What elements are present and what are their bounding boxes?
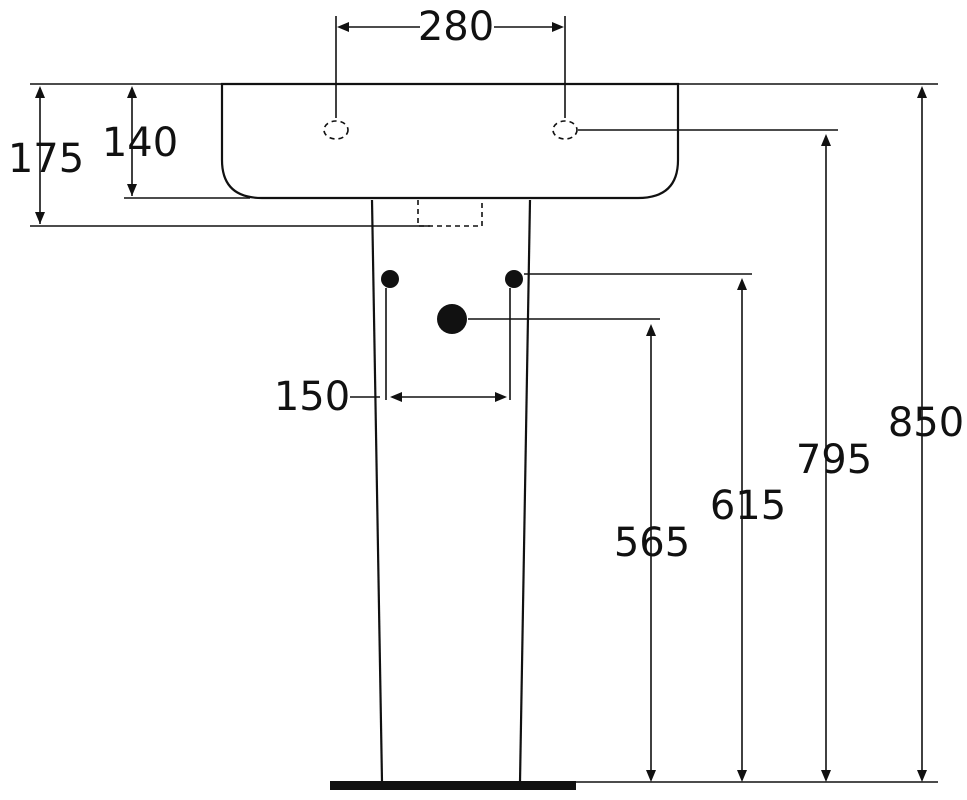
dimension-795: 795 <box>796 437 872 483</box>
left-supply-point <box>381 270 399 288</box>
dimension-850: 850 <box>888 400 964 446</box>
dimension-175: 175 <box>8 136 84 182</box>
floor-base <box>330 781 576 790</box>
dimension-140: 140 <box>102 120 178 166</box>
basin-outline <box>220 82 680 200</box>
left-tap-hole <box>323 120 349 140</box>
right-supply-point <box>505 270 523 288</box>
dimension-150: 150 <box>274 374 350 420</box>
dimension-280: 280 <box>418 4 494 50</box>
waste-outlet-outline <box>417 200 483 227</box>
dimension-565: 565 <box>614 520 690 566</box>
pedestal-left-edge <box>370 199 384 783</box>
dimension-615: 615 <box>710 483 786 529</box>
right-tap-hole <box>552 120 578 140</box>
waste-point <box>437 304 467 334</box>
pedestal-right-edge <box>518 199 532 783</box>
